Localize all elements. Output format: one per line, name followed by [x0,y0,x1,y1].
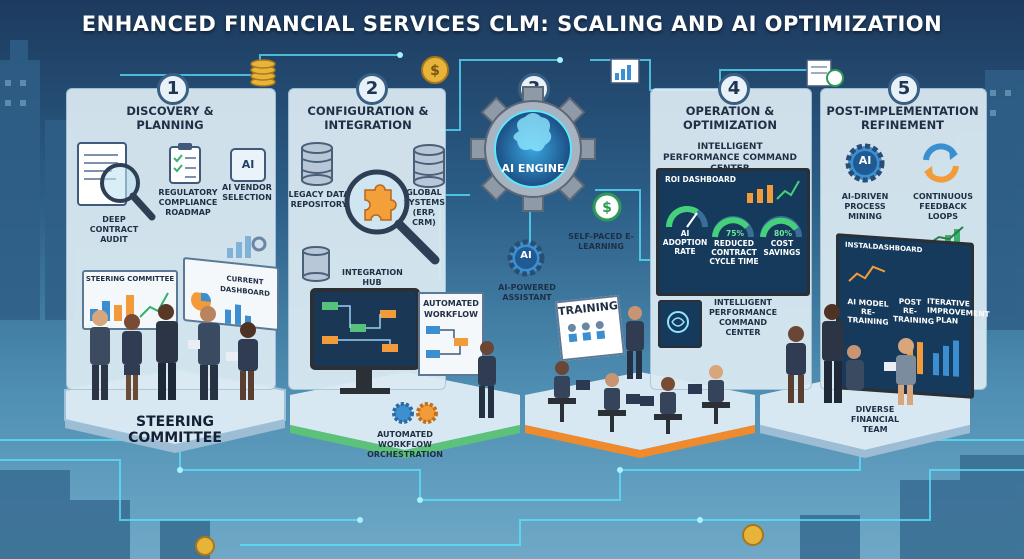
process-mining-gear-icon [845,143,885,183]
growth-chart-icon [227,236,267,258]
presenter-person [478,341,496,418]
stage-5-title: POST-IMPLEMENTATION REFINEMENT [826,104,979,132]
continuous-feedback-loops-label: CONTINUOUS FEEDBACK LOOPS [912,192,974,221]
cost-savings-label: COST SAVINGS [763,239,801,257]
ai-assistant-gear-icon [507,239,545,277]
invoice-icon [806,59,844,87]
retraining-chart-icon [848,265,886,282]
command-center-secondary-label: INTELLIGENT PERFORMANCE COMMAND CENTER [708,298,778,337]
ai-vendor-badge: AI [241,158,255,171]
diverse-financial-team-label: DIVERSE FINANCIAL TEAM [850,405,900,434]
steering-committee-board: STEERING COMMITTEE [82,270,178,330]
workflow-monitor [310,288,420,394]
ai-assistant-badge-text: AI [520,250,532,261]
feedback-loop-icon [923,143,959,183]
integration-magnifier-icon [344,169,440,265]
elearning-students [548,361,730,434]
green-dollar-icon: $ [592,192,622,222]
training-board: TRAINING [555,294,625,362]
step-number-5: 5 [888,73,920,105]
gear-icon [392,402,438,424]
savings-gauge [760,216,802,238]
ai-engine-label: AI ENGINE [501,162,565,175]
integration-hub-label: INTEGRATION HUB [342,268,403,287]
step-number-2: 2 [356,73,388,105]
global-systems-label: GLOBAL SYSTEMS (ERP, CRM) [403,188,445,227]
process-mining-badge-text: AI [858,154,872,167]
global-systems-database-icon [413,144,445,188]
roi-dashboard-label: ROI DASHBOARD [665,175,736,184]
chart-card-icon [610,58,640,84]
dollar-coin-icon: $ [421,56,449,84]
clipboard-checklist-icon [169,143,201,184]
ai-engine-gear [470,86,596,212]
process-mining-badge: AI [854,154,876,167]
ai-assistant-badge: AI [515,250,537,261]
brain-monitor [658,300,702,348]
hub-database-icon [302,246,330,282]
stage-1-title: DISCOVERY & PLANNING [126,104,214,132]
trend-chart-icon [747,180,800,203]
steering-committee-people [90,304,258,400]
ai-powered-assistant-label: AI-POWERED ASSISTANT [498,283,556,302]
automated-workflow-orchestration-label: AUTOMATED WORKFLOW ORCHESTRATION [367,430,443,459]
current-dashboard-board: CURRENT DASHBOARD [183,256,279,332]
trainer-person [626,306,644,379]
cycle-gauge [712,216,754,238]
flowchart-icon [426,326,468,358]
ai-vendor-selection-label: AI VENDOR SELECTION [222,183,272,202]
roi-dashboard-screen: ROI DASHBOARD AI ADOPTION RATE 75% REDUC… [656,168,810,296]
financial-team-people [786,304,916,405]
pie-chart-icon [191,290,251,327]
reduced-cycle-time-label: REDUCED CONTRACT CYCLE TIME [709,239,759,266]
stage-4-title: OPERATION & OPTIMIZATION [683,104,777,132]
cycle-percent-label: 75% [726,229,744,238]
page-title: ENHANCED FINANCIAL SERVICES CLM: SCALING… [81,12,943,36]
svg-text:$: $ [602,200,612,216]
legacy-database-icon [301,142,333,186]
iterative-improvement-plan-label: ITERATIVE IMPROVEMENT PLAN [927,296,990,326]
ai-adoption-rate-label: AI ADOPTION RATE [662,229,708,256]
self-paced-elearning-label: SELF-PACED E-LEARNING [568,232,634,251]
coin-icon [195,524,764,556]
students-icon [567,320,606,343]
brain-icon [667,311,689,333]
coin-stack-icon [250,59,276,87]
magnifier-contract-icon [77,142,156,221]
regulatory-roadmap-label: REGULATORY COMPLIANCE ROADMAP [158,188,218,217]
svg-text:$: $ [430,63,440,79]
stage-2-title: CONFIGURATION & INTEGRATION [307,104,429,132]
adoption-gauge [665,205,708,228]
automated-workflow-board-label: AUTOMATED WORKFLOW [423,299,479,319]
deep-contract-audit-label: DEEP CONTRACT AUDIT [89,215,139,244]
step-number-4: 4 [718,73,750,105]
steering-board-label: STEERING COMMITTEE [85,275,175,283]
automated-workflow-board: AUTOMATED WORKFLOW [418,292,484,376]
ai-vendor-icon: AI [230,148,266,182]
legacy-data-repository-label: LEGACY DATA REPOSITORY [288,190,350,209]
savings-percent-label: 80% [774,229,792,238]
step-number-1: 1 [157,73,189,105]
steering-committee-caption: STEERING COMMITTEE [128,414,222,446]
ai-driven-process-mining-label: AI-DRIVEN PROCESS MINING [841,192,889,221]
